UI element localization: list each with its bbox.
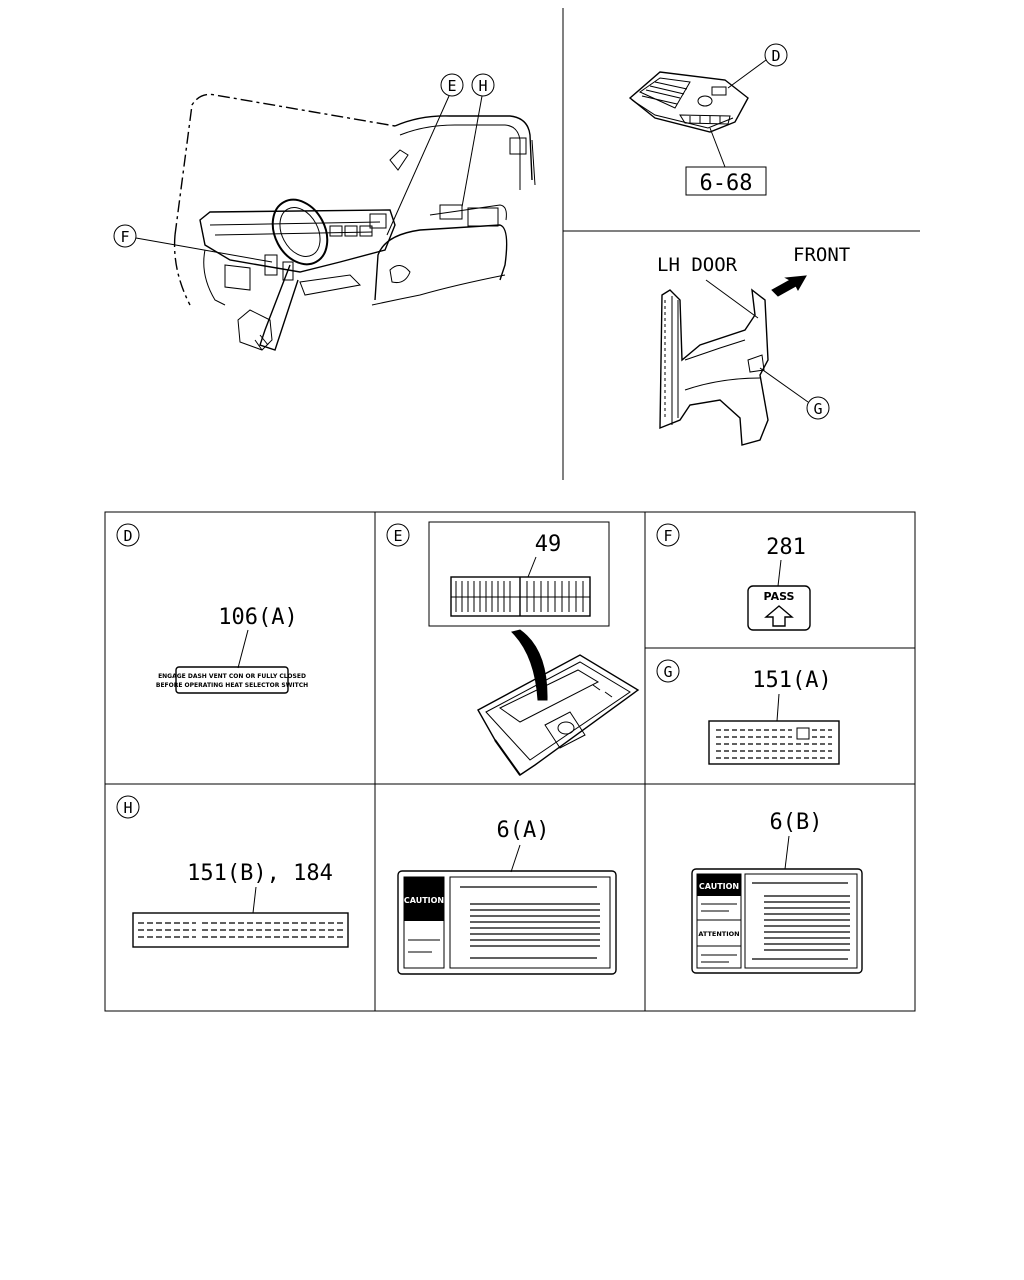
overhead-console-view xyxy=(628,71,749,133)
panel-f-callout: F xyxy=(663,527,672,545)
front-label: FRONT xyxy=(793,244,850,266)
callout-h-label: H xyxy=(478,77,487,95)
panel-f-decal-text: PASS xyxy=(764,590,795,603)
callout-f-label: F xyxy=(120,228,129,246)
ref-label: 6-68 xyxy=(700,171,753,196)
panel-g-part: 151(A) xyxy=(752,668,831,693)
panel-d: D 106(A) ENGAGE DASH VENT CON OR FULLY C… xyxy=(116,523,308,694)
callout-d-top: D xyxy=(727,43,788,89)
panel-h-callout: H xyxy=(123,799,132,817)
ref-box-6-68: 6-68 xyxy=(685,127,767,196)
door-label: LH DOOR xyxy=(657,254,738,276)
callout-g-door-label: G xyxy=(813,400,822,418)
panel-e-callout: E xyxy=(393,527,402,545)
label-grid xyxy=(104,511,916,1012)
caution-b-subheader: ATTENTION xyxy=(698,930,739,938)
caution-b-header: CAUTION xyxy=(699,882,739,891)
callout-e: E xyxy=(386,73,464,236)
up-arrow-icon xyxy=(764,605,794,627)
panel-d-callout: D xyxy=(123,527,132,545)
panel-e-decal xyxy=(450,576,591,617)
door-view: LH DOOR FRONT xyxy=(657,244,850,446)
caution-a-part: 6(A) xyxy=(497,818,550,843)
panel-d-decal-line1: ENGAGE DASH VENT CON OR FULLY CLOSED xyxy=(158,673,306,680)
panel-d-decal-line2: BEFORE OPERATING HEAT SELECTOR SWITCH xyxy=(156,682,308,689)
panel-caution-b: 6(B) CAUTION ATTENTION xyxy=(691,810,863,974)
callout-d-top-label: D xyxy=(771,47,780,65)
cab-interior-view xyxy=(173,93,536,351)
panel-caution-a: 6(A) CAUTION xyxy=(397,818,617,975)
panel-g-callout: G xyxy=(663,663,672,681)
panel-h-part: 151(B), 184 xyxy=(187,861,333,886)
caution-a-header: CAUTION xyxy=(404,896,444,905)
callout-f: F xyxy=(113,224,273,263)
panel-f: F 281 PASS xyxy=(656,523,811,631)
panel-g: G 151(A) xyxy=(656,659,840,765)
panel-f-part: 281 xyxy=(766,535,806,560)
callout-h: H xyxy=(461,73,495,208)
callout-e-label: E xyxy=(447,77,456,95)
panel-d-part: 106(A) xyxy=(218,605,297,630)
panel-e-tray xyxy=(477,654,640,776)
callout-g-door: G xyxy=(759,367,830,420)
panel-e: E 49 xyxy=(386,521,640,776)
panel-h: H 151(B), 184 xyxy=(116,795,349,948)
caution-b-part: 6(B) xyxy=(770,810,823,835)
panel-e-part: 49 xyxy=(535,532,562,557)
